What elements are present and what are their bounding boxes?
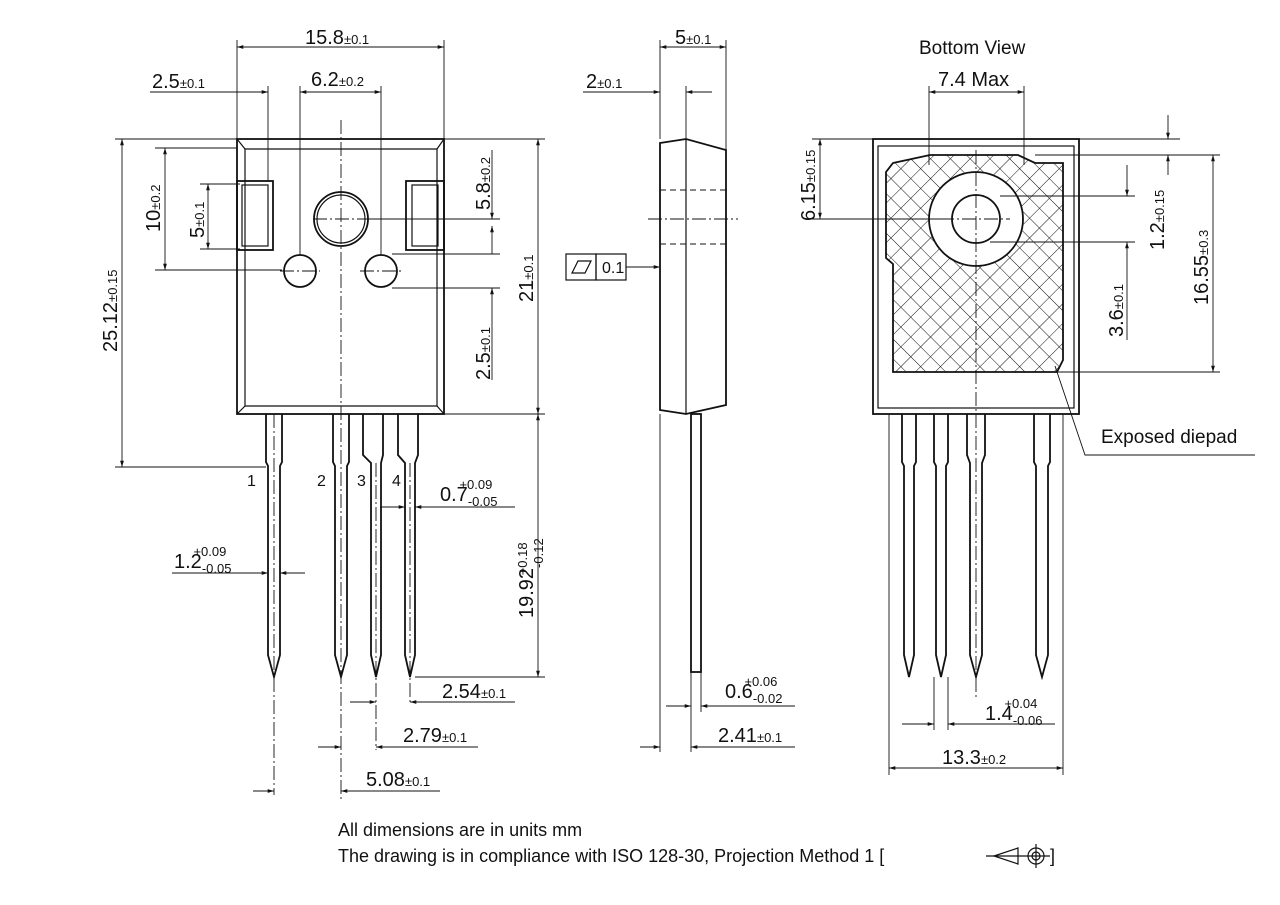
dim-lead-thickness: 0.6-0.02+0.06 [725, 674, 782, 706]
lead-3 [362, 414, 384, 750]
lead-1 [265, 414, 283, 795]
note-iso-end: ] [1050, 846, 1055, 866]
dim-lead-span: 13.3±0.2 [942, 747, 1006, 769]
dim-pad-height: 16.55±0.3 [1191, 230, 1213, 305]
dim-side-thickness: 5±0.1 [675, 27, 711, 49]
dim-overall-width: 15.8±0.1 [305, 27, 369, 49]
svg-text:0.1: 0.1 [602, 260, 624, 277]
dim-body-length: 21±0.1 [516, 255, 538, 302]
pin-3-label: 3 [357, 473, 366, 490]
dim-pitch-c: 5.08±0.1 [366, 769, 430, 791]
dim-slot-span: 10±0.2 [143, 185, 165, 232]
dim-pitch-b: 2.79±0.1 [403, 725, 467, 747]
dim-lead-width-small: 0.7-0.05+0.09 [440, 477, 497, 509]
dim-standoff: 2.41±0.1 [718, 725, 782, 747]
side-view: 5±0.1 2±0.1 0.1 0.6-0.02+0.06 2.41±0.1 [565, 27, 795, 752]
projection-symbol-icon [986, 844, 1050, 868]
lead-2 [332, 414, 350, 681]
note-iso: The drawing is in compliance with ISO 12… [338, 846, 884, 866]
dim-lead-width-large: 1.2-0.05+0.09 [174, 544, 231, 576]
flatness-tolerance-frame: 0.1 [565, 253, 660, 281]
notes: All dimensions are in units mm The drawi… [338, 820, 1055, 868]
bottom-view: Bottom View 7.4 Max 6.15±0.15 1.2±0.15 [798, 38, 1255, 775]
pin-4-label: 4 [392, 473, 401, 490]
bottom-view-title: Bottom View [919, 38, 1026, 59]
dim-hole-center: 6.15±0.15 [798, 150, 820, 221]
dim-body-height: 25.12±0.15 [100, 270, 122, 353]
dim-pad-width-max: 7.4 Max [938, 69, 1009, 91]
dim-hole-pitch: 6.2±0.2 [311, 69, 364, 91]
lead-4 [397, 414, 419, 705]
pin-2-label: 2 [317, 473, 326, 490]
note-units: All dimensions are in units mm [338, 820, 582, 840]
front-view: 1 2 3 4 15.8±0.1 2.5±0.1 6.2±0.2 10±0.2 … [100, 27, 546, 800]
dim-hole-offset: 5.8±0.2 [473, 157, 495, 210]
dim-slot-height: 5±0.1 [187, 202, 209, 238]
dim-bottom-lead-width: 1.4-0.06+0.04 [985, 696, 1042, 728]
dim-hole-to-pad: 3.6±0.1 [1106, 284, 1128, 337]
dim-hole-spacing: 2.5±0.1 [473, 327, 495, 380]
dim-edge-to-slot: 2.5±0.1 [152, 71, 205, 93]
pin-1-label: 1 [247, 473, 256, 490]
dim-pitch-a: 2.54±0.1 [442, 681, 506, 703]
dim-tab-thickness: 2±0.1 [586, 71, 622, 93]
callout-exposed-diepad: Exposed diepad [1101, 427, 1237, 448]
dim-top-gap: 1.2±0.15 [1147, 190, 1169, 250]
dim-lead-length: 19.92-0.12+0.18 [515, 538, 546, 618]
